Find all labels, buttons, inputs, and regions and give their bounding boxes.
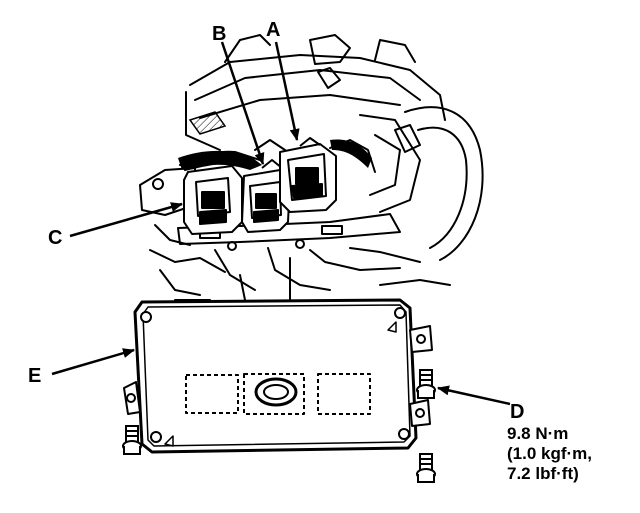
leader-b [220, 41, 265, 165]
callout-a: A [266, 19, 281, 41]
bolt-right-lower [416, 453, 436, 483]
wire-harness [178, 111, 372, 170]
callout-e: E [28, 365, 42, 387]
bolt-left [122, 425, 142, 455]
connector-a [279, 137, 337, 213]
bolt-right-upper [416, 369, 436, 399]
leader-c [69, 202, 183, 238]
leader-e [51, 348, 135, 376]
torque-spec-kgfm: (1.0 kgf·m, [507, 444, 593, 463]
torque-spec-nm: 9.8 N·m [507, 424, 569, 443]
callout-b: B [212, 23, 227, 45]
torque-spec-lbfft: 7.2 lbf·ft) [507, 464, 579, 483]
callout-d: D [510, 401, 525, 423]
connector-c [183, 165, 243, 235]
mounting-bolts [122, 369, 436, 483]
ecm-mounting-tabs [123, 325, 433, 427]
leader-d [437, 385, 511, 406]
leader-a [274, 41, 300, 141]
connector-b [241, 159, 291, 233]
leader-lines [51, 41, 511, 406]
ecm-unit [133, 298, 418, 454]
callout-c: C [48, 227, 63, 249]
torque-spec: 9.8 N·m (1.0 kgf·m, 7.2 lbf·ft) [507, 424, 592, 484]
